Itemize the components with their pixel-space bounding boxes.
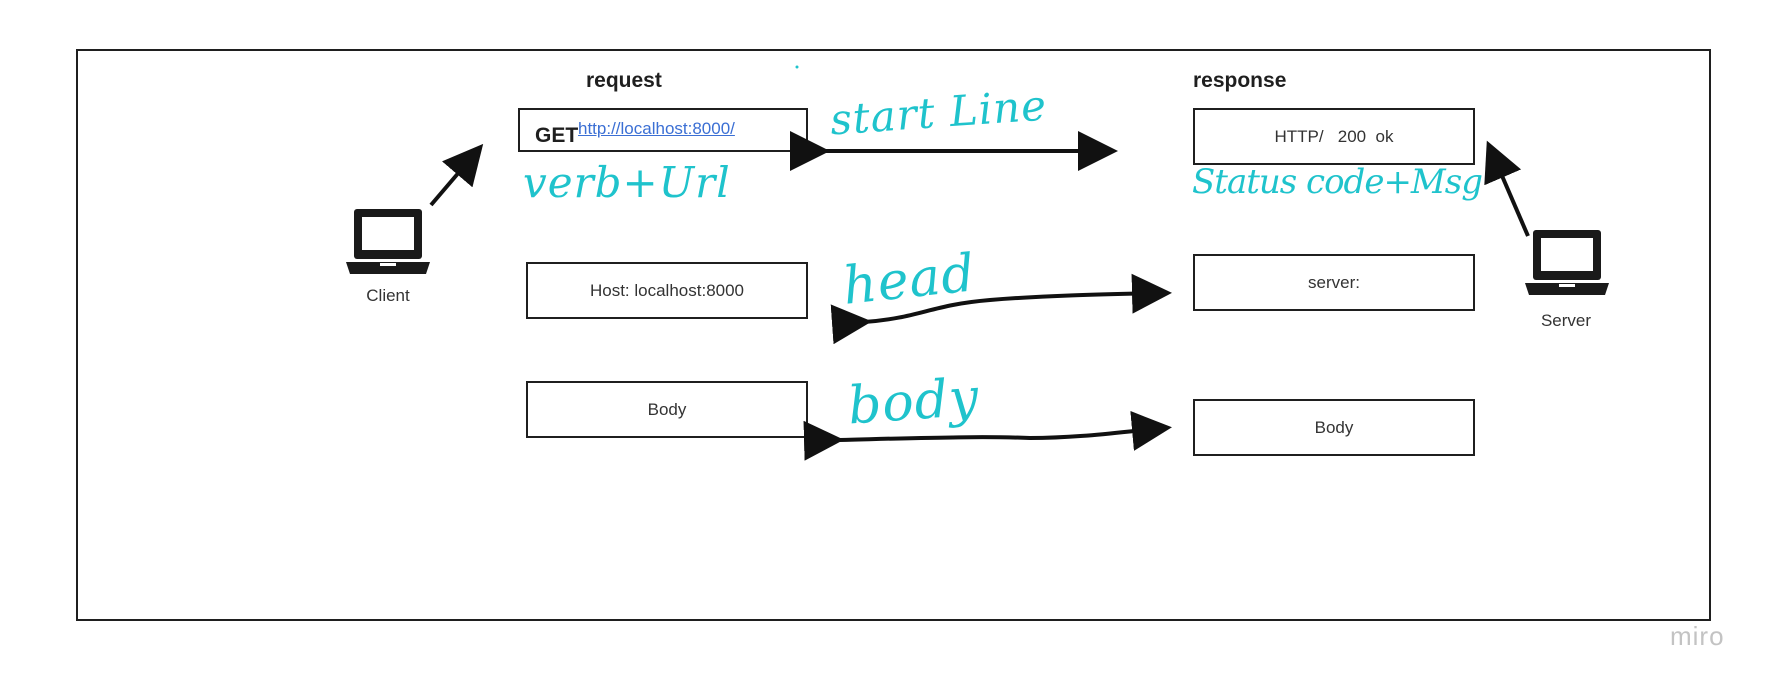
- request-header: request: [586, 69, 662, 92]
- head-double-arrow-icon: [830, 273, 1172, 345]
- server-to-response-arrow-icon: [1484, 140, 1530, 237]
- status-line-text: HTTP/ 200 ok: [1274, 126, 1394, 146]
- client-to-request-arrow-icon: [429, 143, 484, 207]
- body-double-arrow-icon: [803, 410, 1172, 461]
- verb-url-annotation: verb+Url: [523, 158, 731, 207]
- client-laptop-icon: [346, 209, 430, 274]
- server-laptop-icon: [1525, 230, 1609, 295]
- status-msg-annotation: Status code+Msg: [1192, 162, 1483, 202]
- miro-watermark: miro: [1670, 621, 1725, 651]
- request-header-box: Host: localhost:8000: [526, 262, 808, 319]
- response-start-line-box: HTTP/ 200 ok: [1193, 108, 1475, 165]
- response-header: response: [1193, 69, 1287, 92]
- response-body-text: Body: [1314, 417, 1354, 437]
- request-start-line-box: GET http://localhost:8000/: [518, 108, 808, 152]
- server-header-text: server:: [1308, 272, 1360, 292]
- request-body-text: Body: [647, 399, 687, 419]
- client-label: Client: [366, 286, 410, 305]
- response-header-box: server:: [1193, 254, 1475, 311]
- request-url-link[interactable]: http://localhost:8000/: [578, 119, 735, 138]
- http-verb: GET: [535, 124, 579, 147]
- server-label: Server: [1540, 311, 1592, 330]
- request-body-box: Body: [526, 381, 808, 438]
- host-header-text: Host: localhost:8000: [589, 280, 745, 300]
- response-body-box: Body: [1193, 399, 1475, 456]
- diagram-frame: [76, 49, 1711, 621]
